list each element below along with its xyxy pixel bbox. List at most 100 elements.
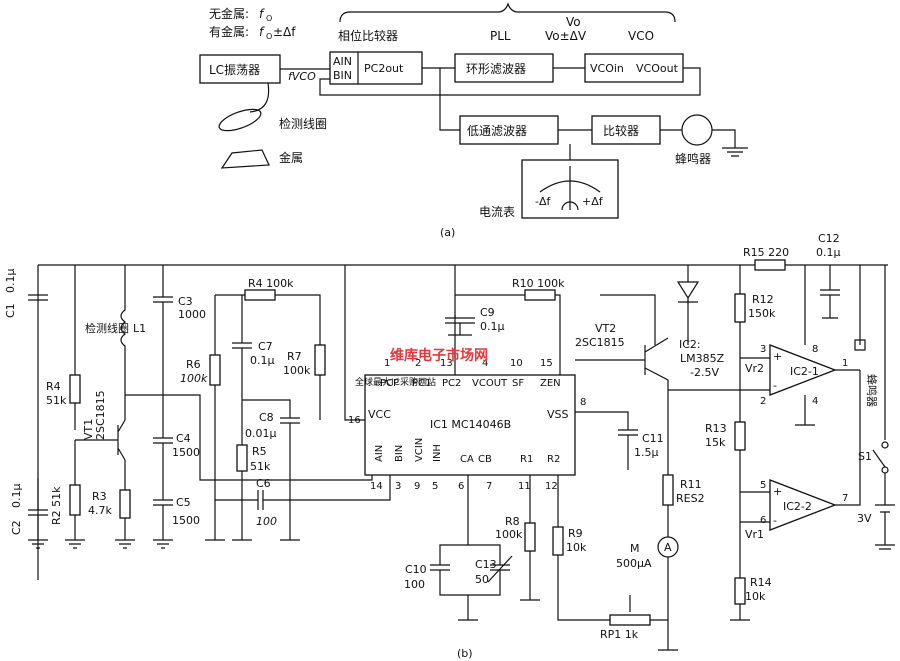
- comparator-box: [591, 115, 661, 145]
- pin-cb: CB: [478, 454, 492, 465]
- vco-label: VCO: [628, 29, 654, 43]
- c13-trim-arrow: [487, 555, 513, 583]
- c12-capacitor: [820, 265, 840, 319]
- pin-n6: 6: [458, 481, 464, 492]
- r10-resistor: [524, 289, 556, 301]
- c1-value: 0.1μ: [4, 269, 17, 294]
- lowpass-label: 低通滤波器: [467, 124, 527, 138]
- s1-switch[interactable]: [872, 449, 886, 468]
- with-metal-label: 有金属:: [209, 24, 249, 39]
- wire: [439, 68, 460, 131]
- c7-value: 0.1μ: [250, 354, 275, 367]
- ground-icon: [712, 129, 748, 157]
- pin-n13: 13: [440, 358, 453, 369]
- ic2-1-opamp: [769, 344, 837, 396]
- ic1-chip: [364, 374, 576, 476]
- watermark: 维库电子市场网: [390, 347, 488, 364]
- r15-label: R15 220: [743, 246, 789, 259]
- no-metal-f: f: [259, 7, 265, 21]
- pin-n5: 5: [432, 481, 438, 492]
- r2-label: R2 51k: [50, 486, 63, 525]
- vt1-type: 2SC1815: [94, 390, 107, 440]
- no-metal-label: 无金属:: [209, 6, 249, 21]
- buzzer-icon: [681, 114, 713, 146]
- pll-label: PLL: [490, 29, 511, 43]
- battery-label: 3V: [857, 512, 872, 525]
- ic2-2-plus: +: [773, 485, 782, 498]
- r4b-value: 51k: [46, 394, 67, 407]
- c3-label: C3: [178, 295, 193, 308]
- r12-resistor: [734, 293, 746, 323]
- c7-label: C7: [258, 340, 273, 353]
- r14-resistor: [734, 577, 746, 605]
- c5-value: 1500: [172, 514, 200, 527]
- r12-label: R12: [752, 293, 774, 306]
- ic2-2-opamp: [769, 479, 837, 531]
- pin-vcout: VCOUT: [472, 378, 508, 389]
- meter-symbol: A: [664, 541, 672, 554]
- coil-label: 检测线圈: [279, 116, 327, 131]
- wire: [319, 67, 701, 96]
- fvco-label: fVCO: [288, 70, 316, 83]
- r7-resistor: [314, 344, 326, 376]
- vo-dv-label: Vo±ΔV: [545, 29, 587, 43]
- r13-value: 15k: [705, 436, 726, 449]
- r9-label: R9: [568, 527, 583, 540]
- r14-label: R14: [750, 576, 772, 589]
- with-metal-sub: O: [266, 32, 272, 41]
- s1-contact: [881, 441, 889, 449]
- lowpass-box: [459, 115, 559, 145]
- c4-label: C4: [176, 432, 191, 445]
- metal-icon: [220, 149, 270, 169]
- pin-sf: SF: [512, 378, 524, 389]
- meter-value: 500μA: [616, 557, 652, 570]
- wire: [125, 394, 373, 481]
- c10-c13-capacitors: [430, 475, 510, 620]
- phase-comparator-box: [329, 51, 423, 85]
- c10-value: 100: [404, 578, 425, 591]
- c8-capacitor: [242, 399, 300, 540]
- r13-resistor: [734, 421, 746, 451]
- c2-value: 0.1μ: [10, 484, 23, 509]
- pin-r2: R2: [547, 454, 560, 465]
- coil-icon: [218, 108, 262, 132]
- r8-value: 100k: [495, 528, 523, 541]
- c4-value: 1500: [172, 446, 200, 459]
- op-pin-2: 2: [760, 396, 766, 407]
- op-pin-1: 1: [842, 358, 848, 369]
- pin-n8: 8: [580, 397, 586, 408]
- ic2-2-label: IC2-2: [783, 500, 812, 513]
- r8-label: R8: [505, 515, 520, 528]
- ic2-label: IC2:: [679, 338, 701, 351]
- r7-value: 100k: [283, 364, 311, 377]
- r7-label: R7: [287, 350, 302, 363]
- zener-diode: [676, 265, 700, 345]
- watermark-sub: 全球最大IC采购网站: [355, 376, 436, 388]
- vt2-type: 2SC1815: [575, 336, 625, 349]
- pin-zen: ZEN: [540, 378, 561, 389]
- r5-label: R5: [252, 445, 267, 458]
- wire: [629, 595, 668, 621]
- loop-filter-box: [454, 53, 554, 83]
- r4b-label: R4: [46, 380, 61, 393]
- vcc-label: VCC: [368, 408, 391, 421]
- pll-brace: [339, 2, 676, 23]
- c6-label: C6: [256, 477, 271, 490]
- pin-vcin: VCIN: [414, 438, 425, 462]
- c12-value: 0.1μ: [816, 246, 841, 259]
- pin-n10: 10: [510, 358, 523, 369]
- c2-label: C2: [10, 520, 23, 535]
- pin-n15: 15: [540, 358, 553, 369]
- c5-label: C5: [176, 496, 191, 509]
- pin-n7: 7: [486, 481, 492, 492]
- l1-coil: [120, 265, 126, 360]
- op-pin-7: 7: [842, 493, 848, 504]
- c4-c5-capacitors: [153, 395, 173, 540]
- vr2-label: Vr2: [745, 362, 764, 375]
- vt2-transistor: [575, 337, 669, 475]
- pc2out-label: PC2out: [364, 62, 404, 75]
- r9-resistor: [552, 526, 564, 556]
- pin-pcp: PCP: [380, 378, 399, 389]
- c7-capacitor: [232, 295, 252, 540]
